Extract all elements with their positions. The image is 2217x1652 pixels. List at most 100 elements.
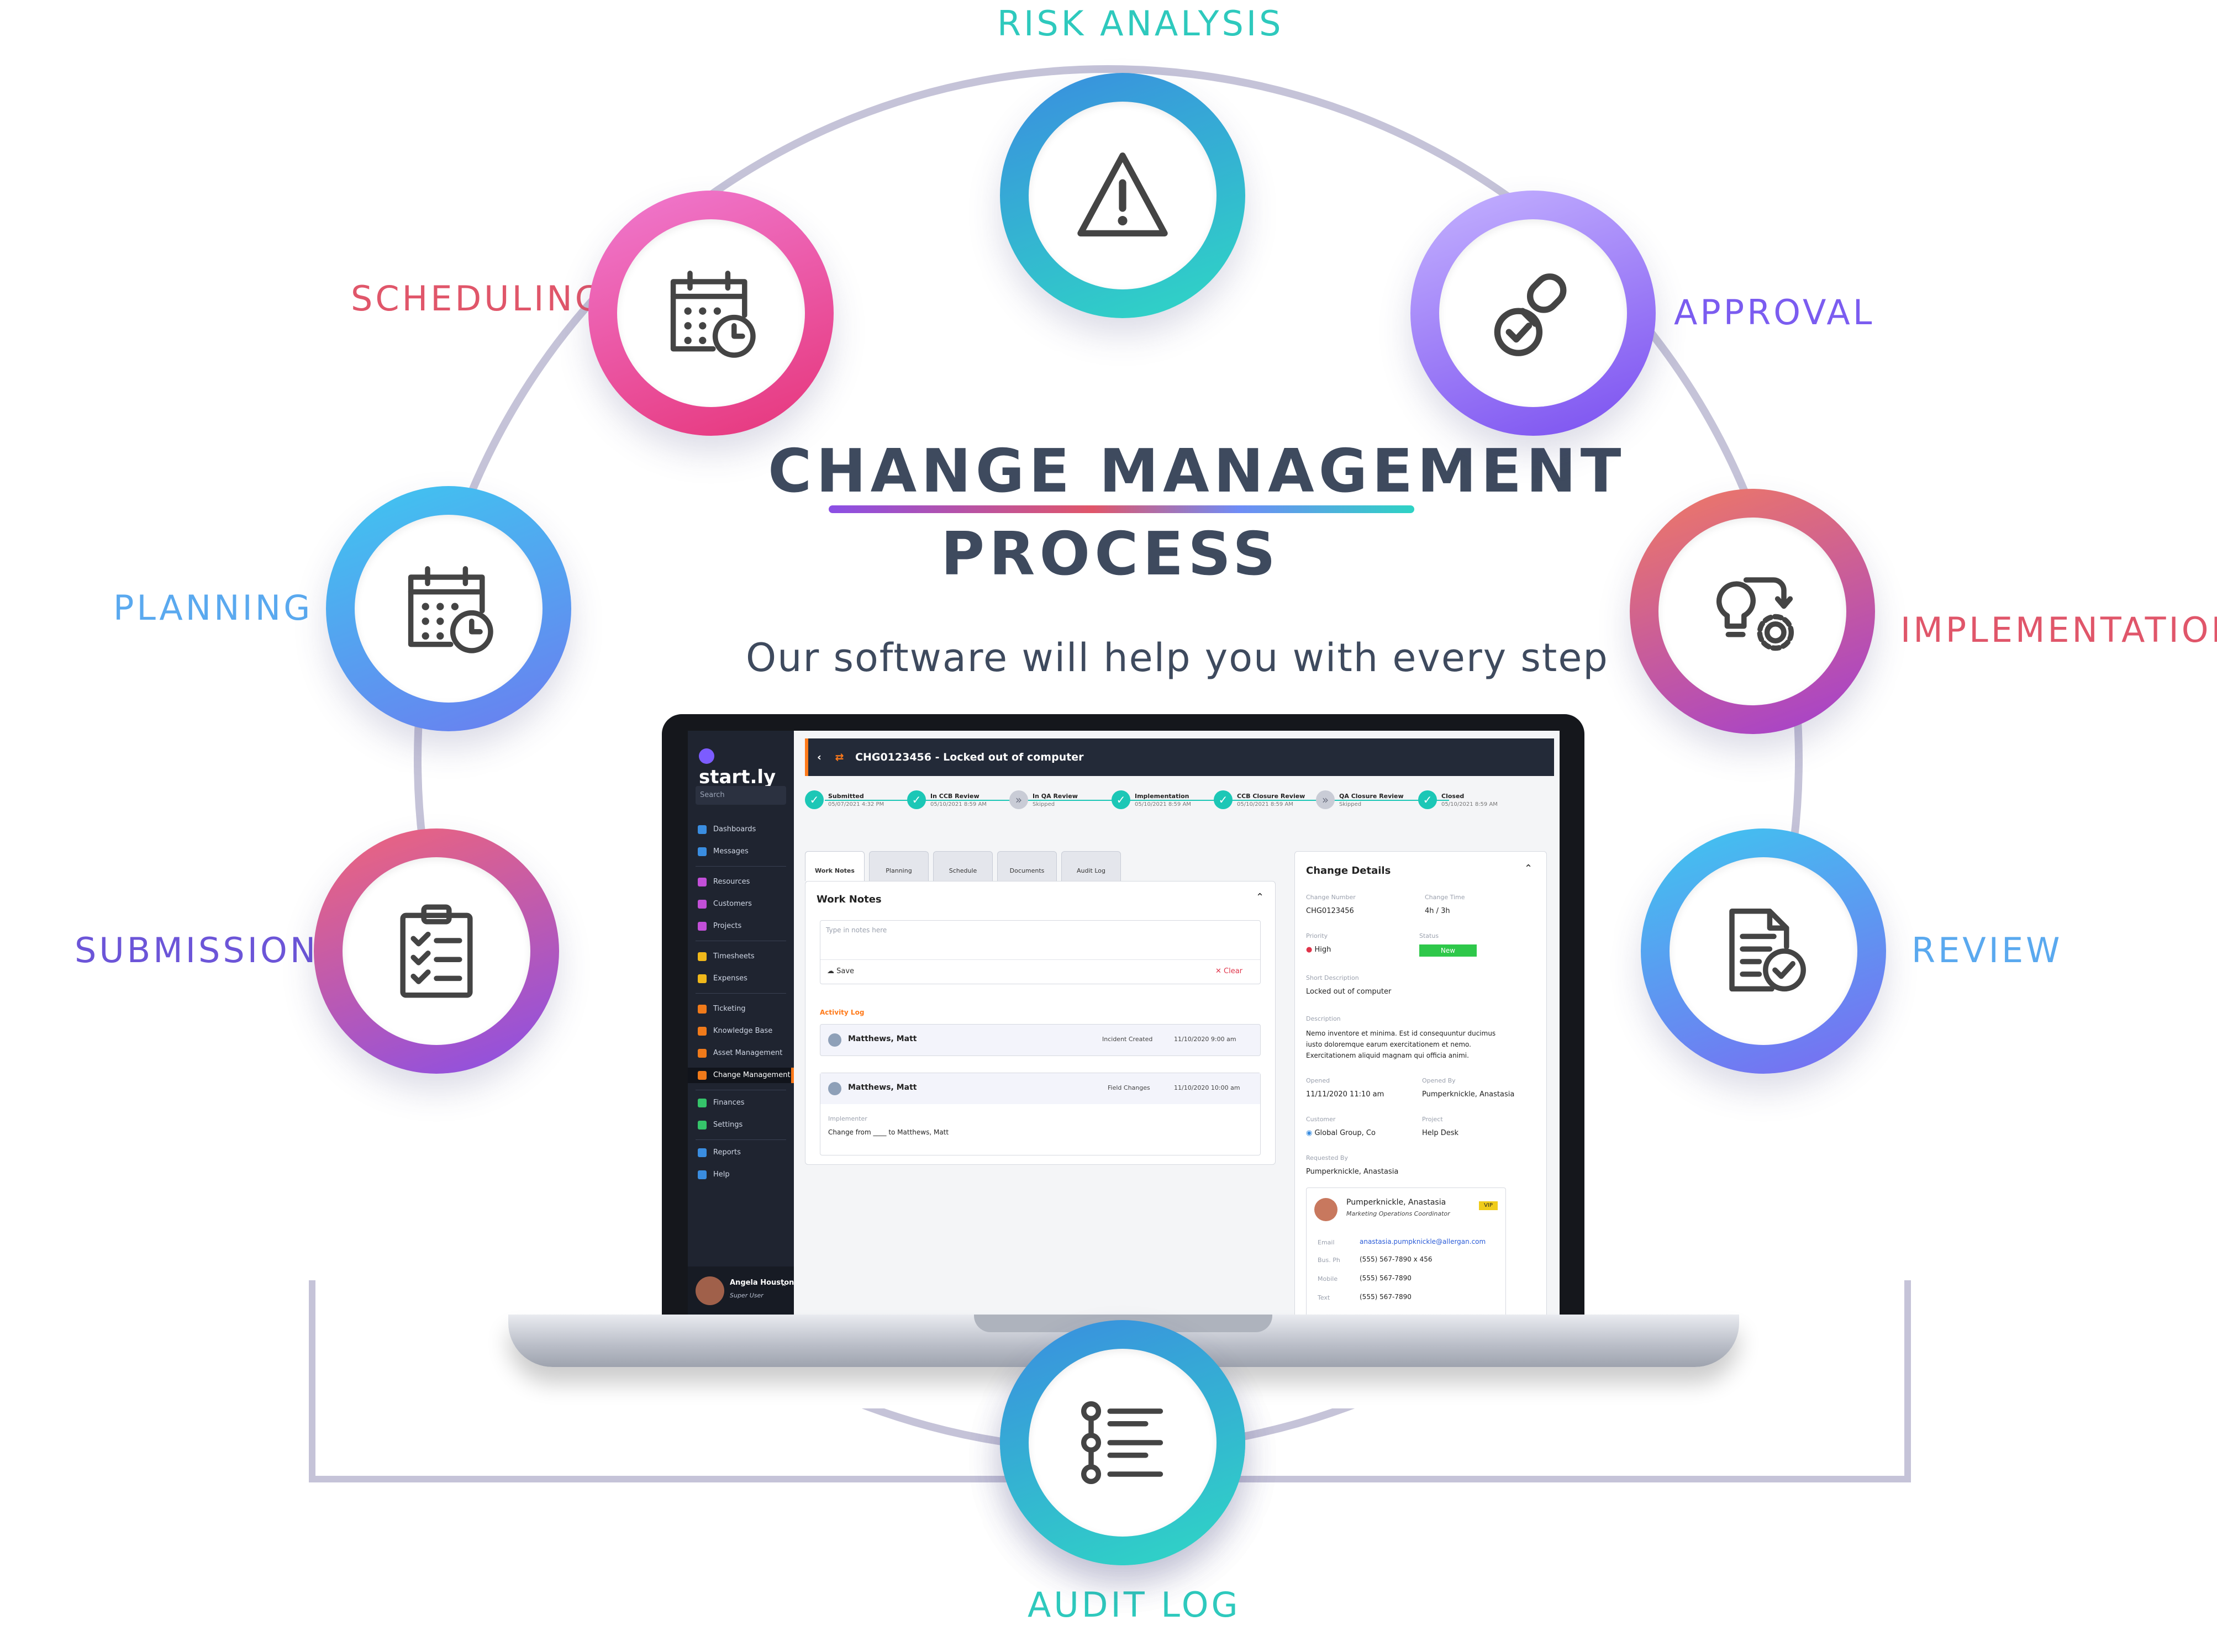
activity-entry: Matthews, Matt Incident Created 11/10/20… (820, 1024, 1261, 1056)
sidebar-item-finances[interactable]: Finances (698, 1095, 745, 1111)
back-icon[interactable]: ‹ (817, 751, 821, 763)
sidebar-item-ticketing[interactable]: Ticketing (698, 1001, 746, 1017)
priority-dot-icon: ● (1306, 946, 1313, 954)
stage-label-audit-log: AUDIT LOG (1028, 1585, 1241, 1625)
workflow-connector (825, 800, 1449, 801)
requester-title: Marketing Operations Coordinator (1346, 1210, 1450, 1217)
diagram-title: CHANGE MANAGEMENT (768, 437, 1626, 506)
email-link[interactable]: anastasia.pumpknickle@allergan.com (1360, 1238, 1486, 1245)
stage-node-scheduling (588, 191, 834, 436)
short-description: Locked out of computer (1306, 988, 1392, 996)
avatar (828, 1082, 841, 1095)
mobile-label: Mobile (1318, 1275, 1338, 1282)
resources-icon (698, 877, 707, 886)
sidebar-item-dashboards[interactable]: Dashboards (698, 822, 756, 837)
sidebar-item-asset-management[interactable]: Asset Management (698, 1046, 782, 1061)
work-notes-heading: Work Notes (817, 894, 882, 905)
short-description-label: Short Description (1306, 974, 1359, 981)
laptop-screen: start.ly Search Dashboards Messages Reso… (688, 731, 1560, 1315)
bus-phone: (555) 567-7890 x 456 (1360, 1255, 1433, 1263)
finances-icon (698, 1098, 707, 1107)
stage-label-submission: SUBMISSION (75, 930, 319, 970)
email-label: Email (1318, 1239, 1335, 1246)
stage-node-planning (326, 486, 571, 731)
sidebar-item-settings[interactable]: Settings (698, 1117, 742, 1133)
requested-by: Pumperknickle, Anastasia (1306, 1168, 1399, 1176)
collapse-icon[interactable]: ⌃ (1256, 891, 1265, 903)
diagram-title-line2: PROCESS (941, 520, 1280, 589)
sidebar-item-help[interactable]: Help (698, 1167, 730, 1183)
project-label: Project (1422, 1116, 1443, 1123)
stage-label-review: REVIEW (1911, 930, 2063, 970)
sidebar-item-projects[interactable]: Projects (698, 919, 741, 934)
description-line: iusto doloremque earum exercitationem et… (1306, 1041, 1471, 1048)
sidebar-search-input[interactable]: Search (696, 786, 786, 805)
logo-icon (699, 748, 714, 764)
opened: 11/11/2020 11:10 am (1306, 1090, 1384, 1099)
timesheets-icon (698, 952, 707, 961)
sidebar-item-knowledge-base[interactable]: Knowledge Base (698, 1023, 772, 1039)
customers-icon (698, 899, 707, 909)
clear-button[interactable]: ✕ Clear (1215, 967, 1243, 975)
bus-phone-label: Bus. Ph (1318, 1257, 1340, 1264)
priority-label: Priority (1306, 932, 1328, 940)
stage-label-approval: APPROVAL (1674, 292, 1875, 332)
avatar (828, 1033, 841, 1047)
notes-placeholder: Type in notes here (826, 926, 887, 934)
status-badge: New (1419, 944, 1477, 957)
app-sidebar: start.ly Search Dashboards Messages Reso… (688, 731, 794, 1315)
description-line: Nemo inventore et minima. Est id consequ… (1306, 1030, 1496, 1037)
idea-gear-icon (1716, 577, 1794, 651)
tab-schedule[interactable]: Schedule (933, 851, 993, 881)
text-label: Text (1318, 1294, 1330, 1301)
change-time-label: Change Time (1425, 894, 1465, 901)
activity-change: Change from ____ to Matthews, Matt (828, 1128, 949, 1136)
notes-input[interactable]: Type in notes here ☁ Save ✕ Clear (820, 920, 1261, 984)
activity-time: 11/10/2020 10:00 am (1174, 1084, 1240, 1091)
chevron-up-icon[interactable]: ⌃ (781, 1283, 787, 1292)
collapse-icon[interactable]: ⌃ (1524, 863, 1533, 874)
activity-field: Implementer (828, 1115, 867, 1122)
avatar (696, 1276, 724, 1305)
stage-label-risk-analysis: RISK ANALYSIS (997, 3, 1284, 44)
mobile-phone: (555) 567-7890 (1360, 1274, 1412, 1282)
tab-planning[interactable]: Planning (869, 851, 929, 881)
sidebar-item-change-management[interactable]: Change Management (688, 1068, 794, 1083)
change-icon: ⇄ (835, 751, 844, 763)
stage-node-approval (1410, 191, 1656, 436)
company-icon: ◉ (1306, 1129, 1313, 1137)
projects-icon (698, 921, 707, 931)
sidebar-item-messages[interactable]: Messages (698, 844, 749, 859)
tab-work-notes[interactable]: Work Notes (805, 851, 865, 881)
work-notes-panel: Work Notes ⌃ Type in notes here ☁ Save ✕… (805, 881, 1276, 1165)
settings-icon (698, 1120, 707, 1130)
vip-badge: VIP (1479, 1201, 1498, 1210)
stage-node-risk-analysis (1000, 73, 1245, 318)
activity-user: Matthews, Matt (848, 1083, 917, 1092)
sidebar-item-timesheets[interactable]: Timesheets (698, 949, 755, 964)
stage-node-audit-log-front (1000, 1320, 1245, 1565)
opened-by-label: Opened By (1422, 1077, 1456, 1084)
record-title: CHG0123456 - Locked out of computer (855, 751, 1084, 763)
sidebar-item-customers[interactable]: Customers (698, 896, 752, 912)
stage-node-submission (314, 828, 559, 1074)
requester-card: Pumperknickle, Anastasia VIP Marketing O… (1306, 1187, 1506, 1315)
user-profile[interactable]: Angela Houston Super User ⌃ (688, 1266, 794, 1315)
sidebar-item-reports[interactable]: Reports (698, 1145, 741, 1160)
tab-audit-log[interactable]: Audit Log (1061, 851, 1121, 881)
notes-divider (820, 959, 1260, 960)
timeline-list-icon (1081, 1401, 1163, 1485)
calendar-clock-icon (670, 271, 756, 358)
sidebar-item-expenses[interactable]: Expenses (698, 971, 747, 986)
opened-by: Pumperknickle, Anastasia (1422, 1090, 1515, 1099)
save-button[interactable]: ☁ Save (827, 967, 855, 975)
tab-documents[interactable]: Documents (997, 851, 1057, 881)
sidebar-item-resources[interactable]: Resources (698, 874, 750, 890)
activity-action: Incident Created (1102, 1036, 1153, 1043)
expenses-icon (698, 974, 707, 983)
app-logo[interactable]: start.ly (699, 744, 794, 788)
change-details-heading: Change Details (1306, 865, 1391, 877)
